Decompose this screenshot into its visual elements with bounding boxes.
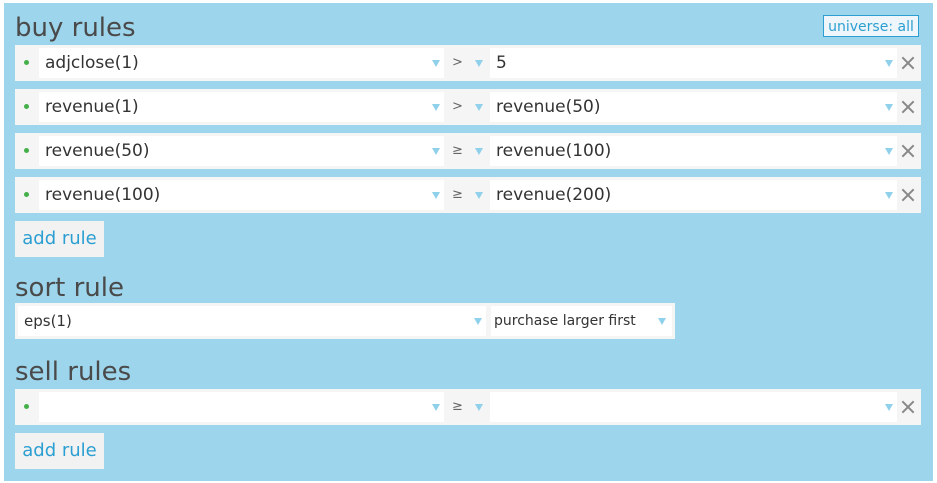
operator-value[interactable]: > (452, 55, 463, 70)
add-sell-rule-button[interactable]: add rule (15, 433, 104, 469)
operator-value[interactable]: ≥ (452, 143, 463, 158)
buy-rules-title: buy rules (15, 13, 136, 43)
left-operand-value: revenue(100) (45, 185, 161, 205)
sort-rule-title: sort rule (15, 273, 124, 303)
chevron-down-icon[interactable] (475, 192, 483, 199)
chevron-down-icon[interactable] (475, 60, 483, 67)
right-operand-select[interactable]: 5 (490, 48, 897, 78)
right-operand-value: revenue(200) (496, 185, 612, 205)
chevron-down-icon (432, 148, 440, 155)
right-operand-select[interactable] (490, 392, 897, 422)
chevron-down-icon (885, 192, 893, 199)
rule-bullet-icon (24, 404, 29, 409)
rule-bullet-icon (24, 60, 29, 65)
chevron-down-icon[interactable] (475, 104, 483, 111)
right-operand-select[interactable]: revenue(200) (490, 180, 897, 210)
sort-field-value: eps(1) (24, 312, 72, 330)
chevron-down-icon (885, 60, 893, 67)
sell-rules-title: sell rules (15, 357, 132, 387)
buy-rule-row: revenue(100) ≥ revenue(200) (15, 177, 921, 213)
buy-rule-row: revenue(1) > revenue(50) (15, 89, 921, 125)
buy-rule-row: adjclose(1) > 5 (15, 45, 921, 81)
operator-value[interactable]: ≥ (452, 399, 463, 414)
universe-button[interactable]: universe: all (823, 15, 919, 37)
left-operand-select[interactable]: revenue(100) (39, 180, 444, 210)
chevron-down-icon (885, 148, 893, 155)
close-icon[interactable] (899, 98, 917, 116)
close-icon[interactable] (899, 398, 917, 416)
rules-panel: buy rules universe: all adjclose(1) > 5 … (4, 3, 933, 481)
right-operand-value: revenue(50) (496, 97, 601, 117)
right-operand-value: revenue(100) (496, 141, 612, 161)
close-icon[interactable] (899, 54, 917, 72)
operator-value[interactable]: ≥ (452, 187, 463, 202)
left-operand-select[interactable]: revenue(1) (39, 92, 444, 122)
left-operand-select[interactable]: revenue(50) (39, 136, 444, 166)
close-icon[interactable] (899, 142, 917, 160)
chevron-down-icon (432, 404, 440, 411)
chevron-down-icon (885, 104, 893, 111)
sort-rule-row: eps(1) purchase larger first (15, 303, 675, 339)
left-operand-value: revenue(50) (45, 141, 150, 161)
chevron-down-icon (432, 60, 440, 67)
chevron-down-icon[interactable] (475, 148, 483, 155)
chevron-down-icon (432, 104, 440, 111)
buy-rule-row: revenue(50) ≥ revenue(100) (15, 133, 921, 169)
rule-bullet-icon (24, 192, 29, 197)
rule-bullet-icon (24, 148, 29, 153)
chevron-down-icon[interactable] (475, 404, 483, 411)
close-icon[interactable] (899, 186, 917, 204)
right-operand-select[interactable]: revenue(100) (490, 136, 897, 166)
right-operand-value: 5 (496, 53, 507, 73)
right-operand-select[interactable]: revenue(50) (490, 92, 897, 122)
sort-order-value: purchase larger first (494, 313, 636, 329)
operator-value[interactable]: > (452, 99, 463, 114)
sort-order-select[interactable]: purchase larger first (491, 306, 672, 336)
sort-field-select[interactable]: eps(1) (18, 306, 486, 336)
left-operand-value: adjclose(1) (45, 53, 139, 73)
left-operand-value: revenue(1) (45, 97, 139, 117)
chevron-down-icon (885, 404, 893, 411)
left-operand-select[interactable] (39, 392, 444, 422)
chevron-down-icon (474, 318, 482, 325)
rule-bullet-icon (24, 104, 29, 109)
chevron-down-icon (432, 192, 440, 199)
sell-rule-row: ≥ (15, 389, 921, 425)
left-operand-select[interactable]: adjclose(1) (39, 48, 444, 78)
add-buy-rule-button[interactable]: add rule (15, 221, 104, 257)
chevron-down-icon (658, 318, 666, 325)
